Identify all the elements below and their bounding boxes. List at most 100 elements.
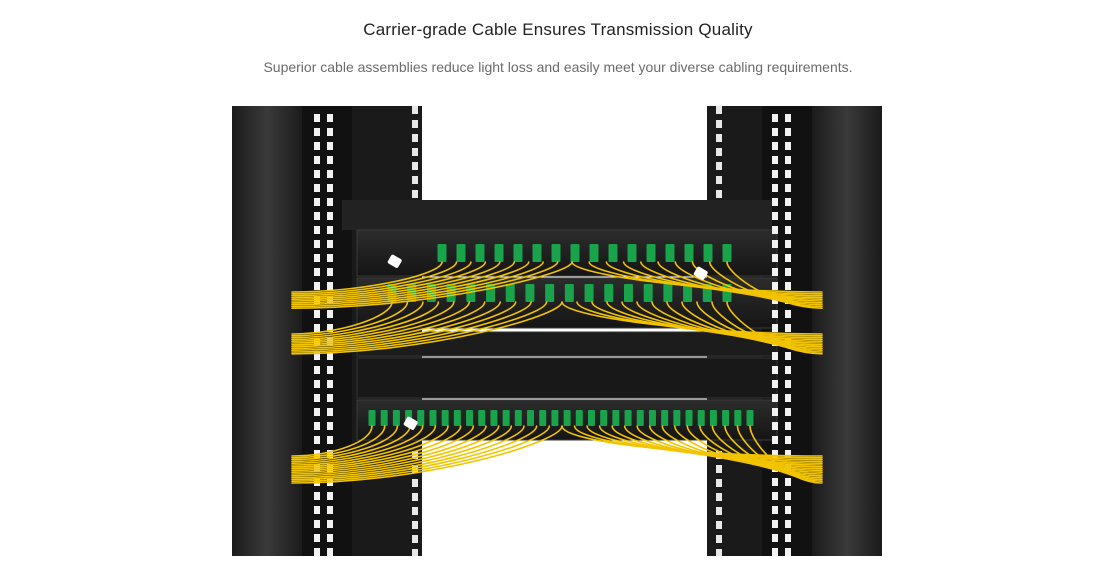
blank-panel-2 — [356, 357, 778, 399]
fiber-cable — [636, 425, 823, 468]
fiber-cable — [711, 425, 823, 479]
rail-hole — [772, 282, 778, 290]
fiber-connector — [478, 410, 486, 426]
rail-hole — [785, 548, 791, 556]
cable-tag — [387, 254, 402, 268]
fiber-connector — [513, 244, 523, 262]
fiber-connector — [570, 244, 580, 262]
rail-hole — [772, 156, 778, 164]
fiber-cable — [291, 301, 486, 346]
fiber-cable — [291, 425, 563, 484]
rail-hole — [314, 394, 320, 402]
fiber-cable — [666, 301, 823, 348]
fiber-cable — [291, 261, 487, 299]
fiber-cable — [291, 261, 458, 295]
rail-hole — [785, 506, 791, 514]
rail-hole — [785, 226, 791, 234]
fiber-connector — [563, 410, 571, 426]
rail-hole — [314, 212, 320, 220]
fiber-cable — [726, 301, 823, 355]
fiber-cable — [291, 301, 501, 348]
rail-hole — [716, 148, 722, 156]
fiber-connector — [612, 410, 620, 426]
fiber-cable — [681, 301, 823, 350]
rail-hole — [327, 310, 333, 318]
fiber-cable — [648, 425, 823, 470]
fiber-connector — [475, 244, 485, 262]
fiber-cable — [708, 261, 823, 308]
fiber-connector — [643, 284, 653, 302]
cable-tag — [693, 266, 708, 280]
fiber-cable — [291, 425, 513, 477]
fiber-cable — [691, 261, 823, 306]
fiber-connector — [545, 284, 555, 302]
fiber-connector — [589, 244, 599, 262]
fiber-connector — [453, 410, 461, 426]
fiber-cables — [291, 261, 823, 484]
rail-hole — [314, 436, 320, 444]
page-title: Carrier-grade Cable Ensures Transmission… — [363, 20, 753, 39]
rail-hole — [772, 184, 778, 192]
rail-hole — [314, 422, 320, 430]
rail-hole — [772, 198, 778, 206]
rail-hole — [314, 380, 320, 388]
fiber-cable — [291, 301, 409, 337]
rail-hole — [785, 352, 791, 360]
rail-hole — [314, 310, 320, 318]
fiber-connector — [587, 410, 595, 426]
rail-hole — [412, 521, 418, 529]
cable-tags — [387, 254, 708, 430]
rail-hole — [327, 128, 333, 136]
rail-hole — [314, 324, 320, 332]
fiber-cable — [291, 301, 440, 341]
rail-hole — [785, 212, 791, 220]
rail-hole — [716, 507, 722, 515]
fiber-connector — [683, 284, 693, 302]
rail-hole — [327, 506, 333, 514]
rail-hole — [772, 422, 778, 430]
fiber-connector — [417, 410, 425, 426]
rail-hole — [785, 520, 791, 528]
fiber-connector — [539, 410, 547, 426]
rail-hole — [314, 534, 320, 542]
fiber-cable — [674, 425, 823, 473]
rail-hole — [785, 366, 791, 374]
fiber-connector — [722, 410, 730, 426]
page-subtitle: Superior cable assemblies reduce light l… — [263, 59, 853, 75]
rail-hole — [716, 134, 722, 142]
fiber-cable — [571, 261, 823, 293]
rail-hole — [772, 142, 778, 150]
rail-hole — [327, 198, 333, 206]
rail-hole — [412, 162, 418, 170]
rail-hole — [772, 226, 778, 234]
rail-hole — [772, 310, 778, 318]
fiber-cable — [291, 425, 462, 470]
rack-post-left — [232, 106, 302, 556]
rail-hole — [327, 170, 333, 178]
rail-hole — [785, 114, 791, 122]
fiber-cable — [291, 261, 443, 293]
rail-hole — [785, 268, 791, 276]
fiber-connector — [703, 244, 713, 262]
rail-hole — [314, 366, 320, 374]
fiber-connector — [734, 410, 742, 426]
fiber-cable — [291, 261, 501, 300]
fiber-cable — [291, 425, 437, 466]
rail-hole — [327, 366, 333, 374]
rail-hole — [785, 142, 791, 150]
fiber-cable — [736, 425, 823, 482]
fiber-cable — [605, 261, 823, 297]
rail-hole — [716, 120, 722, 128]
fiber-cable — [651, 301, 823, 346]
rail-hole — [772, 380, 778, 388]
fiber-cable — [291, 301, 532, 351]
rail-hole — [716, 521, 722, 529]
fiber-cable — [291, 301, 548, 353]
fiber-connector — [525, 284, 535, 302]
rail-hole — [785, 478, 791, 486]
fiber-connector — [636, 410, 644, 426]
rail-hole — [412, 493, 418, 501]
rail-hole — [412, 535, 418, 543]
rail-hole — [716, 479, 722, 487]
